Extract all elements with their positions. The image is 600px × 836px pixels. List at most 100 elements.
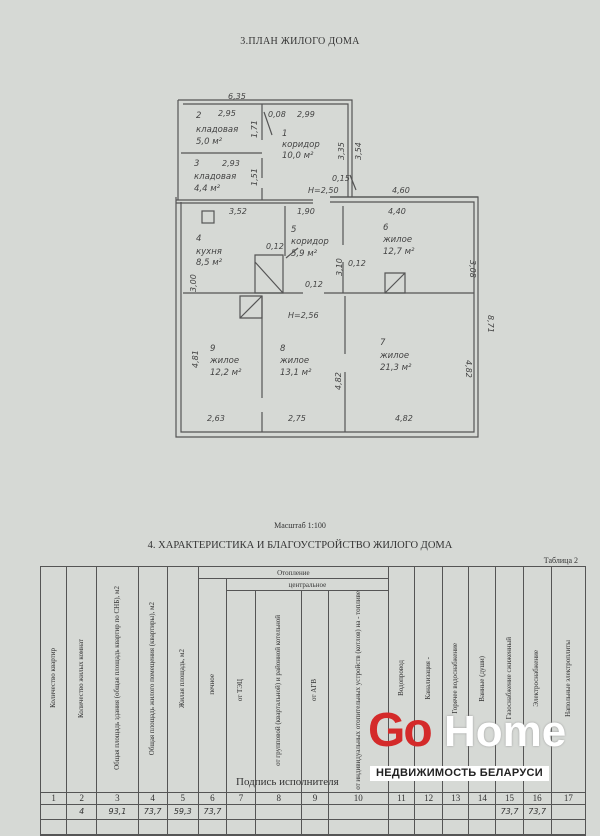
dim: 0,12: [266, 242, 284, 251]
dim: 2,93: [222, 159, 240, 168]
table-cell: [137, 833, 168, 836]
svg-text:12,2 м²: 12,2 м²: [210, 368, 242, 378]
svg-text:коридор: коридор: [282, 140, 320, 150]
header: Канализация -: [423, 657, 432, 700]
table-cell: 3: [96, 791, 139, 805]
dim: 3,52: [229, 207, 247, 216]
table-cell: [414, 818, 444, 835]
table-cell: 73,7: [522, 803, 552, 820]
table-cell: [387, 803, 416, 820]
dim: 0,15: [332, 174, 350, 183]
dim: 4,82: [395, 414, 413, 423]
header: Количество квартир: [48, 648, 57, 709]
dim: 0,12: [305, 280, 323, 289]
table-cell: [301, 833, 329, 836]
table-cell: [255, 818, 303, 835]
svg-text:9: 9: [210, 344, 215, 354]
table-cell: [327, 818, 389, 835]
walls: [175, 99, 479, 438]
table-cell: 59,3: [166, 803, 199, 820]
table-label: Таблица 2: [543, 556, 578, 565]
dim: 4,40: [388, 207, 406, 216]
table-cell: [550, 833, 587, 836]
table-cell: [166, 833, 199, 836]
dim: 8,71: [486, 315, 495, 333]
svg-text:12,7 м²: 12,7 м²: [383, 247, 415, 257]
header-heating: Отопление: [197, 566, 389, 579]
table-cell: [327, 833, 389, 836]
table-cell: [96, 833, 139, 836]
table-cell: [96, 818, 139, 835]
svg-text:4: 4: [196, 234, 201, 244]
dim: 1,90: [297, 207, 315, 216]
table-cell: [197, 818, 227, 835]
svg-text:6: 6: [383, 223, 389, 233]
dim: 4,82: [334, 372, 343, 390]
table-cell: [166, 818, 199, 835]
table-cell: [301, 818, 329, 835]
table-cell: 4: [66, 803, 98, 820]
table-cell: [414, 803, 444, 820]
table-cell: [468, 803, 497, 820]
table-cell: [225, 818, 257, 835]
table-cell: [522, 818, 552, 835]
svg-text:кладовая: кладовая: [194, 172, 236, 182]
dim: 3,10: [335, 258, 344, 276]
svg-text:5,0 м²: 5,0 м²: [196, 137, 223, 147]
table-cell: 2: [66, 791, 98, 805]
dim: 3,54: [354, 142, 363, 160]
dim: 6,35: [228, 92, 246, 101]
table-cell: [550, 818, 587, 835]
svg-text:2: 2: [196, 111, 201, 121]
table-cell: 7: [225, 791, 257, 805]
svg-text:5,9 м²: 5,9 м²: [291, 249, 318, 259]
table-cell: [442, 803, 470, 820]
room-2: 2 кладовая 5,0 м²: [196, 111, 238, 147]
svg-text:4,4 м²: 4,4 м²: [194, 184, 221, 194]
svg-text:21,3 м²: 21,3 м²: [380, 363, 412, 373]
scale-label: Масштаб 1:100: [274, 521, 326, 530]
table-cell: [327, 803, 389, 820]
logo-home: Home: [444, 707, 567, 756]
dim: 2,99: [297, 110, 315, 119]
header: Количество жилых комнат: [77, 638, 86, 718]
header: Электроснабжение: [532, 650, 541, 707]
table-cell: 9: [301, 791, 329, 805]
dim: 1,51: [250, 168, 259, 186]
svg-text:8: 8: [280, 344, 286, 354]
table-cell: 73,7: [495, 803, 524, 820]
table-cell: [225, 803, 257, 820]
dim: 3,08: [468, 260, 477, 278]
table-cell: [468, 833, 497, 836]
dim: 2,95: [218, 109, 236, 118]
dim: H=2,50: [308, 186, 339, 195]
table-cell: [197, 833, 227, 836]
table-cell: [495, 818, 524, 835]
table-cell: [442, 818, 470, 835]
svg-text:кухня: кухня: [196, 247, 222, 257]
table-cell: 4: [137, 791, 168, 805]
table-cell: 5: [166, 791, 199, 805]
svg-text:коридор: коридор: [291, 237, 329, 247]
signature-label: Подпись исполнителя: [236, 776, 339, 788]
dim: 0,08: [268, 110, 286, 119]
table-cell: [66, 833, 98, 836]
table-cell: 8: [255, 791, 303, 805]
header: Общая площадь здания (общая площадь квар…: [112, 586, 121, 771]
svg-text:13,1 м²: 13,1 м²: [280, 368, 312, 378]
table-cell: [39, 818, 68, 835]
svg-text:кладовая: кладовая: [196, 125, 238, 135]
table-row-empty: [39, 818, 587, 835]
dim: 4,81: [191, 350, 200, 368]
table-cell: [301, 803, 329, 820]
table-cell: [442, 833, 470, 836]
table-cell: [414, 833, 444, 836]
dim: 3,00: [189, 274, 198, 292]
table-cell: [39, 833, 68, 836]
table-cell: [137, 818, 168, 835]
svg-text:5: 5: [291, 225, 296, 235]
